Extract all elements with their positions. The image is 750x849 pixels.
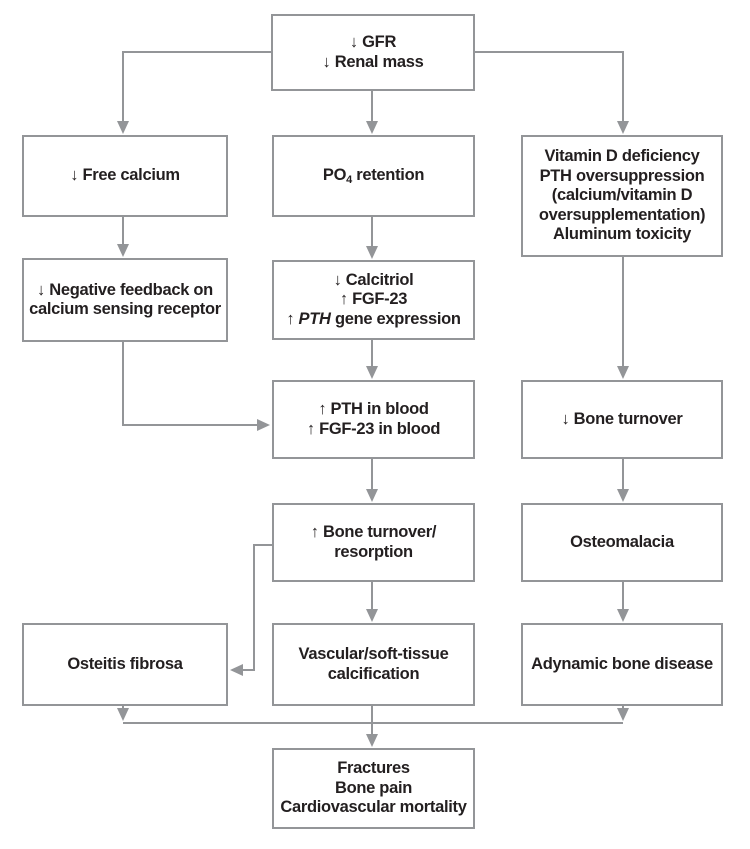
node-gfr-line-1: ↓ GFR: [349, 33, 397, 51]
node-adynamic-bone-disease: Adynamic bone disease: [521, 623, 723, 706]
node-gfr-line-2: ↓ Renal mass: [322, 52, 424, 71]
pth-gene-pre: ↑: [286, 309, 299, 328]
po4-text-pre: PO: [322, 166, 347, 185]
node-osteitis-fibrosa: Osteitis fibrosa: [22, 623, 228, 706]
pth-gene-italic: PTH: [298, 309, 331, 328]
node-pth-fgf23-blood: ↑ PTH in blood ↑ FGF-23 in blood: [272, 380, 475, 459]
node-vitamin-d-line-4: oversupplementation): [538, 205, 706, 224]
node-pth-blood-line-1: ↑ PTH in blood: [318, 400, 429, 418]
node-free-calcium-line: ↓ Free calcium: [70, 166, 180, 185]
node-negative-feedback-line-1: ↓ Negative feedback on: [37, 280, 213, 299]
node-vascular-line-1: Vascular/soft-tissue: [298, 645, 449, 663]
node-calcitriol-line-1: ↓ Calcitriol: [333, 270, 414, 289]
node-adynamic-line: Adynamic bone disease: [531, 654, 713, 673]
node-outcomes-line-2: Bone pain: [334, 778, 413, 797]
node-low-bone-turnover: ↓ Bone turnover: [521, 380, 723, 459]
po4-text-post: retention: [351, 166, 425, 185]
pth-gene-post: gene expression: [330, 309, 461, 328]
node-vascular-line-2: calcification: [327, 664, 420, 683]
node-high-bone-turnover: ↑ Bone turnover/ resorption: [272, 503, 475, 582]
node-negative-feedback-line-2: calcium sensing receptor: [29, 300, 221, 318]
node-po4-retention: PO4 retention: [272, 135, 475, 217]
node-outcomes-line-1: Fractures: [337, 759, 410, 778]
node-low-bone-turnover-line: ↓ Bone turnover: [561, 409, 683, 428]
node-outcomes: Fractures Bone pain Cardiovascular morta…: [272, 748, 475, 829]
node-osteomalacia-line: Osteomalacia: [570, 532, 674, 551]
po4-subscript: 4: [346, 174, 352, 187]
connector-gfr-vitamin-d: [474, 51, 629, 134]
node-vitamin-d-causes: Vitamin D deficiency PTH oversuppression…: [521, 135, 723, 257]
connector-negative-feedback-pth-blood: [122, 342, 270, 431]
node-vitamin-d-line-1: Vitamin D deficiency: [544, 147, 700, 166]
node-free-calcium: ↓ Free calcium: [22, 135, 228, 217]
node-osteomalacia: Osteomalacia: [521, 503, 723, 582]
node-outcomes-line-3: Cardiovascular mortality: [280, 798, 467, 817]
node-vitamin-d-line-5: Aluminum toxicity: [553, 225, 691, 244]
node-gfr: ↓ GFR ↓ Renal mass: [271, 14, 475, 91]
node-negative-feedback: ↓ Negative feedback on calcium sensing r…: [22, 258, 228, 342]
node-vascular-calcification: Vascular/soft-tissue calcification: [272, 623, 475, 706]
node-osteitis-fibrosa-line: Osteitis fibrosa: [67, 654, 183, 673]
node-pth-blood-line-2: ↑ FGF-23 in blood: [306, 419, 441, 438]
connector-gfr-free-calcium: [117, 51, 271, 134]
node-vitamin-d-line-3: (calcium/vitamin D: [551, 186, 693, 205]
connector-high-bone-turnover-osteitis: [230, 544, 272, 676]
node-po4-retention-line: PO4 retention: [322, 166, 425, 187]
node-calcitriol-line-3: ↑ PTH gene expression: [286, 309, 461, 330]
node-high-bone-turnover-line-1: ↑ Bone turnover/: [310, 523, 437, 541]
node-calcitriol-line-2: ↑ FGF-23: [339, 290, 408, 309]
node-vitamin-d-line-2: PTH oversuppression: [539, 166, 705, 185]
node-calcitriol-fgf23-pth: ↓ Calcitriol ↑ FGF-23 ↑ PTH gene express…: [272, 260, 475, 340]
node-high-bone-turnover-line-2: resorption: [334, 542, 413, 561]
